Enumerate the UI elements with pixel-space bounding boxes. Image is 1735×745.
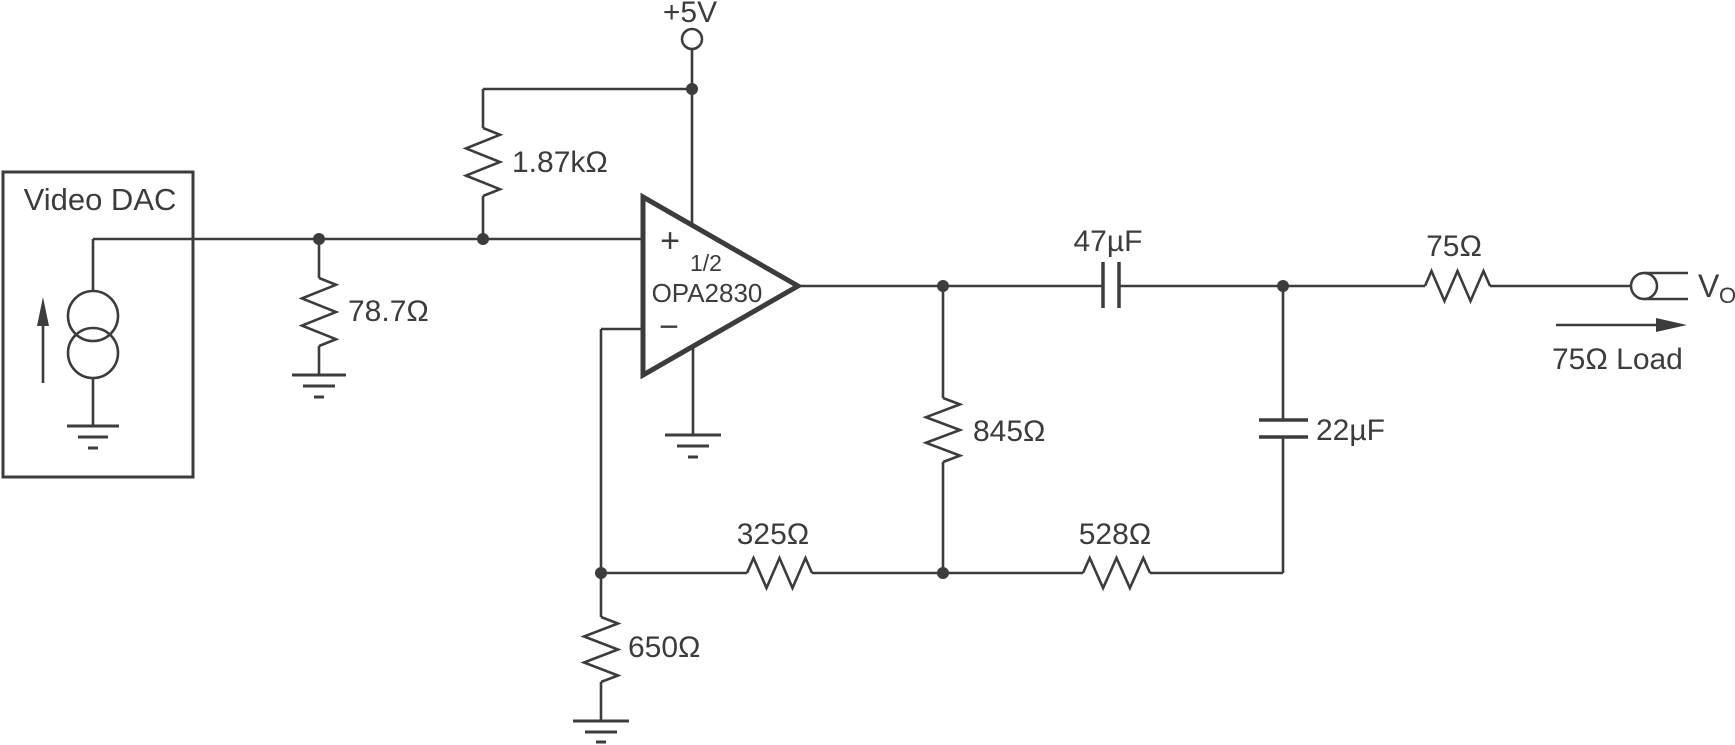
ground-icon xyxy=(292,373,346,399)
resistor-1.87k-ohm xyxy=(462,87,692,239)
resistor-650-label: 650Ω xyxy=(628,631,700,664)
supply-terminal-icon xyxy=(680,27,704,51)
feedback-network: 325Ω 528Ω 650Ω xyxy=(573,518,1283,744)
load-arrow-icon xyxy=(1556,318,1687,332)
dac-ground-icon xyxy=(67,424,119,450)
resistor-325-ohm xyxy=(745,554,814,592)
resistor-1.87k-label: 1.87kΩ xyxy=(512,146,608,179)
opamp-ground-branch xyxy=(665,346,721,459)
resistor-325-label: 325Ω xyxy=(737,518,809,551)
junction-dots xyxy=(313,83,1289,579)
resistor-75-ohm xyxy=(1423,267,1492,305)
load-label: 75Ω Load xyxy=(1552,343,1683,376)
opamp-triangle xyxy=(640,192,804,380)
resistor-845-ohm xyxy=(922,286,964,573)
output-chain: 47µF 845Ω 22µF 75Ω V O xyxy=(798,225,1735,573)
resistor-78.7-ohm xyxy=(292,239,346,399)
junction-dot xyxy=(477,233,489,245)
junction-dot xyxy=(937,567,949,579)
opamp-minus-sign: − xyxy=(659,308,679,346)
capacitor-22uF xyxy=(1259,286,1308,573)
resistor-528-ohm xyxy=(1081,554,1152,592)
video-dac-block: Video DAC xyxy=(1,170,195,479)
video-dac-box xyxy=(1,170,195,479)
supply-branch: +5V xyxy=(663,0,717,225)
opamp-plus-sign: + xyxy=(660,222,680,260)
input-network: 78.7Ω 1.87kΩ xyxy=(93,87,692,399)
junction-dot xyxy=(313,233,325,245)
video-dac-label: Video DAC xyxy=(24,182,177,217)
output-voltage-label: V xyxy=(1698,268,1720,304)
opamp-part-number: OPA2830 xyxy=(652,278,763,308)
opamp: + − 1/2 OPA2830 xyxy=(599,192,804,573)
output-voltage-subscript: O xyxy=(1719,283,1735,308)
capacitor-47uF xyxy=(1101,262,1121,308)
resistor-650-ohm xyxy=(573,573,629,744)
junction-dot xyxy=(595,567,607,579)
opamp-designator: 1/2 xyxy=(690,250,722,276)
current-source-icon xyxy=(66,239,120,426)
junction-dot xyxy=(686,83,698,95)
supply-label: +5V xyxy=(663,0,717,29)
resistor-75-label: 75Ω xyxy=(1426,230,1482,263)
resistor-78.7-label: 78.7Ω xyxy=(348,295,429,328)
coax-connector-icon xyxy=(1629,271,1688,301)
junction-dot xyxy=(937,280,949,292)
inverting-input-wire xyxy=(599,327,643,573)
current-arrow-icon xyxy=(37,297,49,383)
ground-icon xyxy=(665,433,721,459)
junction-dot xyxy=(1277,280,1289,292)
capacitor-47uF-label: 47µF xyxy=(1074,225,1143,258)
resistor-845-label: 845Ω xyxy=(973,415,1045,448)
resistor-528-label: 528Ω xyxy=(1079,518,1151,551)
ground-icon xyxy=(573,719,629,744)
capacitor-22uF-label: 22µF xyxy=(1316,414,1385,447)
